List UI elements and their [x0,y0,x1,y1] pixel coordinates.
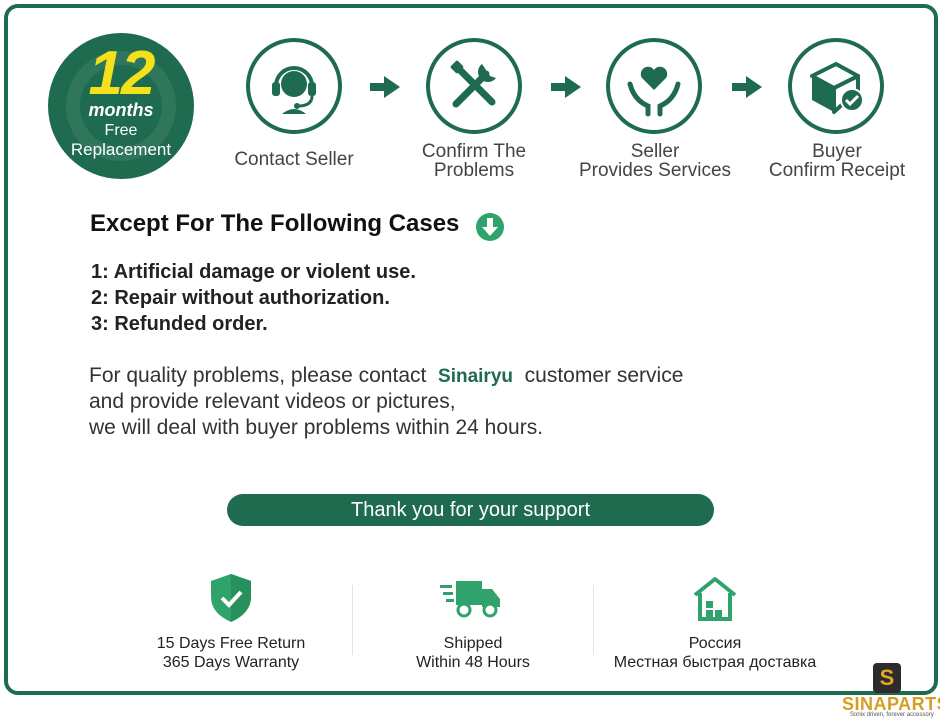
step-label-seller-services: Seller Provides Services [566,142,744,180]
step-contact-seller [246,38,342,134]
step-2-label-line-1: Confirm The [421,141,527,162]
divider [352,585,353,655]
paragraph-text: For quality problems, please contact [89,364,427,387]
logo-wordmark: SINAPARTS [842,694,940,714]
case-item: 2: Repair without authorization. [91,287,390,309]
feature-return-warranty: 15 Days Free Return 365 Days Warranty [140,634,322,672]
feature-2-line-1: Shipped [443,635,503,652]
warehouse-icon [693,577,737,621]
logo-tagline: Sonix driven, forever accessory [850,712,934,718]
service-paragraph-line-1: For quality problems, please contact Sin… [89,364,683,388]
paragraph-text: customer service [524,364,684,387]
case-item: 3: Refunded order. [91,313,268,335]
thanks-banner: Thank you for your support [227,494,714,526]
step-label-contact-seller: Contact Seller [210,150,378,169]
step-3-label-line-2: Provides Services [578,160,732,181]
feature-2-line-2: Within 48 Hours [416,654,530,671]
feature-3-line-1: Россия [688,635,742,652]
service-paragraph-line-2: and provide relevant videos or pictures, [89,390,456,413]
shield-check-icon [211,574,251,622]
logo-letter: S [879,665,895,690]
badge-number: 12 [88,39,156,108]
box-check-icon [810,62,864,114]
feature-1-line-1: 15 Days Free Return [156,635,306,652]
tools-icon [450,60,496,108]
warranty-badge: 12 months Free Replacement [48,33,194,179]
step-3-label-line-1: Seller [630,141,680,162]
badge-line-2: Replacement [70,140,172,159]
sinaparts-logo: S SINAPARTS Sonix driven, forever access… [840,663,940,719]
divider [593,585,594,655]
arrow-right-icon [370,76,400,98]
step-2-label-line-2: Problems [433,160,515,181]
step-label-buyer-confirm: Buyer Confirm Receipt [758,142,916,180]
logo-mark: S [873,663,901,693]
feature-russia-delivery: Россия Местная быстрая доставка [600,634,830,672]
step-1-label-line-1: Contact Seller [234,149,354,170]
feature-shipping: Shipped Within 48 Hours [388,634,558,672]
arrow-right-icon [551,76,581,98]
headset-icon [272,66,316,114]
feature-1-line-2: 365 Days Warranty [162,654,300,671]
arrow-down-circle-icon [476,213,504,241]
heart-hands-icon [627,66,681,117]
step-4-label-line-1: Buyer [812,141,862,162]
badge-unit: months [88,100,154,120]
step-4-label-line-2: Confirm Receipt [768,160,906,181]
brand-name: Sinairyu [438,366,513,387]
arrow-right-icon [732,76,762,98]
step-buyer-confirm [788,38,884,134]
step-seller-services [606,38,702,134]
case-item: 1: Artificial damage or violent use. [91,261,416,283]
badge-line-1: Free [104,122,138,139]
truck-icon [440,581,500,618]
feature-3-line-2: Местная быстрая доставка [613,654,817,671]
service-paragraph-line-3: we will deal with buyer problems within … [89,416,544,439]
except-title: Except For The Following Cases [90,210,460,237]
step-label-confirm-problems: Confirm The Problems [396,142,552,180]
step-confirm-problems [426,38,522,134]
